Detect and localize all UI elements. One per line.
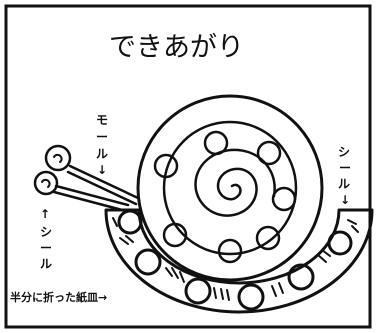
antenna-tip-sticker: [33, 170, 59, 196]
paper-plate: [104, 208, 374, 314]
label-shiru-char: シ: [40, 225, 52, 239]
shell-circle: [162, 222, 188, 248]
shell-circle: [203, 130, 229, 156]
plate-rim-circle: [327, 230, 353, 256]
plate-hatching: [112, 217, 359, 301]
shell-spiral: [194, 148, 276, 217]
label-shiru-char: ↑: [40, 207, 50, 221]
label-shiru-char: ー: [40, 241, 52, 255]
label-shiru-char: ↓: [340, 193, 350, 207]
panel-border: [4, 4, 372, 329]
label-moru-char: ↓: [97, 163, 107, 177]
label-moru-char: ー: [96, 130, 108, 144]
antennae: [33, 144, 140, 213]
label-paper-plate: 半分に折った紙皿→: [10, 290, 107, 304]
plate-rim-circle: [134, 248, 162, 276]
antenna-tip-sticker: [44, 144, 72, 172]
label-shiru-char: ル: [40, 257, 52, 271]
label-shiru-char: ー: [339, 161, 351, 175]
shell-circle: [153, 153, 179, 179]
label-moru: モ ー ル ↓: [96, 113, 108, 177]
label-shiru-char: シ: [338, 145, 350, 159]
label-shiru-char: ル: [338, 177, 350, 191]
label-moru-char: モ: [96, 113, 108, 127]
plate-rim-circle: [184, 277, 212, 305]
plate-rim-circle: [237, 283, 265, 311]
plate-rim-circle: [287, 263, 315, 291]
plate-rim-circle: [117, 209, 143, 235]
shell-circle: [271, 186, 297, 212]
label-shiru-left: ↑ シ ー ル: [40, 207, 52, 271]
title-text: できあがり: [109, 32, 244, 63]
label-moru-char: ル: [96, 147, 108, 161]
shell-circle: [255, 225, 281, 251]
shell-circle: [256, 140, 282, 166]
label-shiru-top: シ ー ル ↓: [338, 145, 351, 207]
shell-circle: [217, 238, 243, 264]
snail-shell: [136, 94, 324, 282]
